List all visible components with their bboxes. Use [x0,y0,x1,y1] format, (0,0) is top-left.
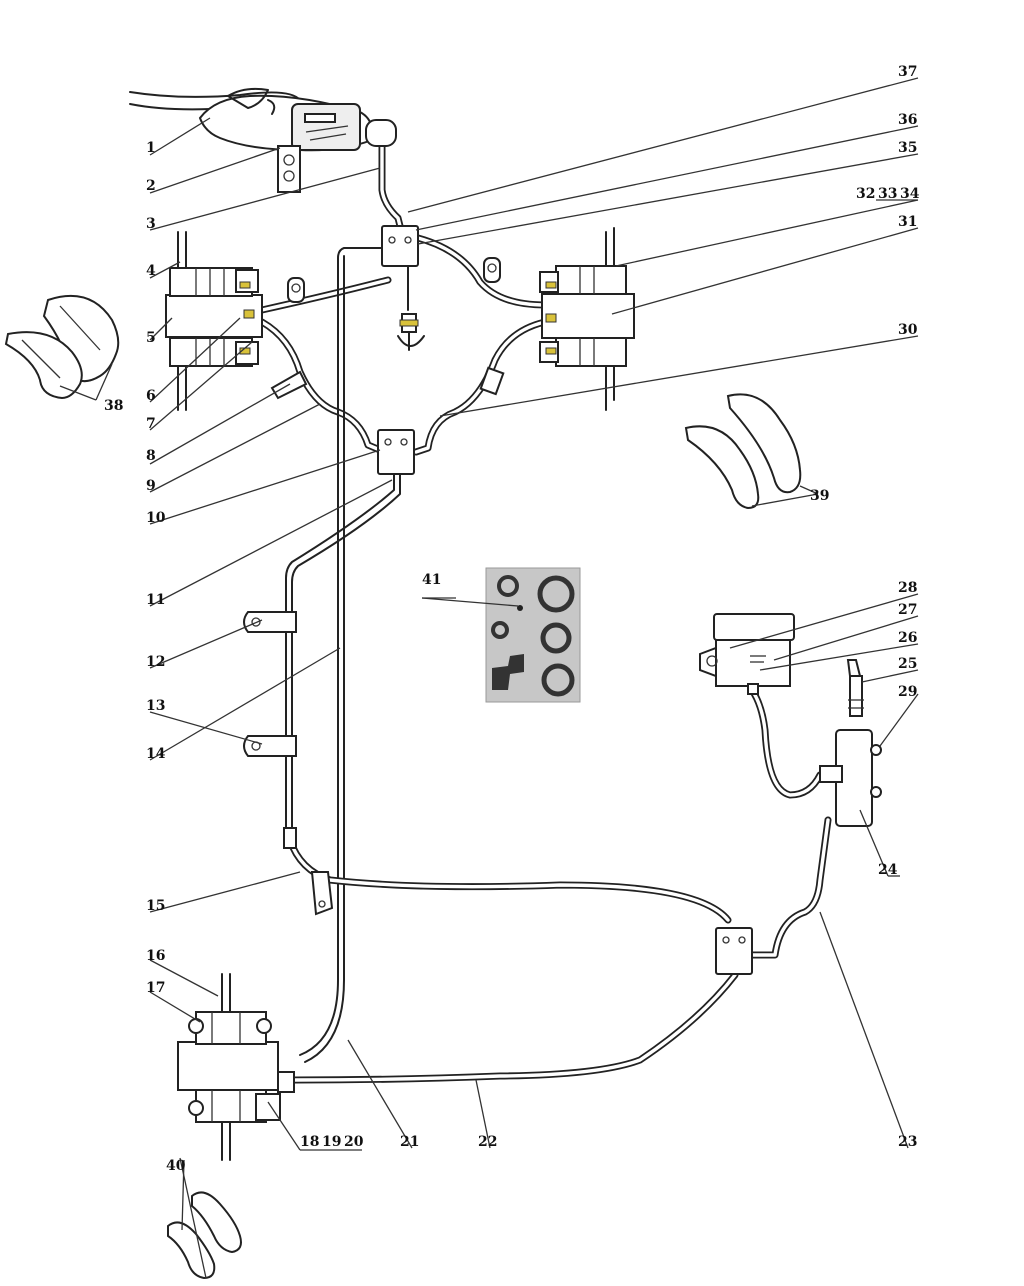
callout-15: 15 [146,898,165,914]
callout-14: 14 [146,746,166,762]
bleeder-valve [397,313,425,351]
callout-30: 30 [898,322,918,338]
callout-6: 6 [146,388,156,404]
callout-41: 41 [422,572,441,588]
callout-29: 29 [898,684,917,700]
callout-3: 3 [146,216,156,232]
caliper-rear [177,973,295,1161]
handlebar-master-cylinder [129,87,397,193]
callout-17: 17 [146,980,165,996]
callout-2: 2 [146,178,156,194]
brake-lines [258,136,832,1084]
callout-19: 19 [322,1134,341,1150]
callout-40: 40 [166,1158,186,1174]
callout-10: 10 [146,510,166,526]
callout-9: 9 [146,478,156,494]
callout-24: 24 [878,862,898,878]
callout-39: 39 [810,488,829,504]
callout-12: 12 [146,654,165,670]
caliper-front-left [165,231,305,411]
callout-23: 23 [898,1134,917,1150]
caliper-front-right [483,227,635,411]
callout-11: 11 [146,592,165,608]
callout-35: 35 [898,140,917,156]
callout-28: 28 [898,580,917,596]
callout-4: 4 [146,263,156,279]
callout-25: 25 [898,656,917,672]
callout-8: 8 [146,448,156,464]
brake-pads-38 [4,295,120,400]
splitter-blocks [377,225,753,975]
callout-18: 18 [300,1134,319,1150]
callout-36: 36 [898,112,917,128]
callout-37: 37 [898,64,917,80]
callout-7: 7 [146,416,156,432]
callout-27: 27 [898,602,917,618]
callout-38: 38 [104,398,123,414]
callout-22: 22 [478,1134,497,1150]
brake-pads-40 [167,1191,242,1280]
brake-pads-39 [684,393,802,510]
callout-labels: 1 2 3 4 5 6 7 8 9 10 11 12 13 14 15 16 1… [104,64,920,1174]
callout-13: 13 [146,698,165,714]
callout-31: 31 [898,214,917,230]
callout-5: 5 [146,330,156,346]
callout-33: 33 [878,186,897,202]
callout-34: 34 [900,186,920,202]
callout-32: 32 [856,186,875,202]
callout-26: 26 [898,630,917,646]
rear-reservoir [699,613,795,695]
rear-master-cylinder [819,659,882,827]
callout-16: 16 [146,948,165,964]
callout-20: 20 [344,1134,364,1150]
leader-lines [59,77,919,1279]
callout-1: 1 [146,140,156,156]
seal-kit-photo [485,567,581,703]
callout-21: 21 [400,1134,419,1150]
